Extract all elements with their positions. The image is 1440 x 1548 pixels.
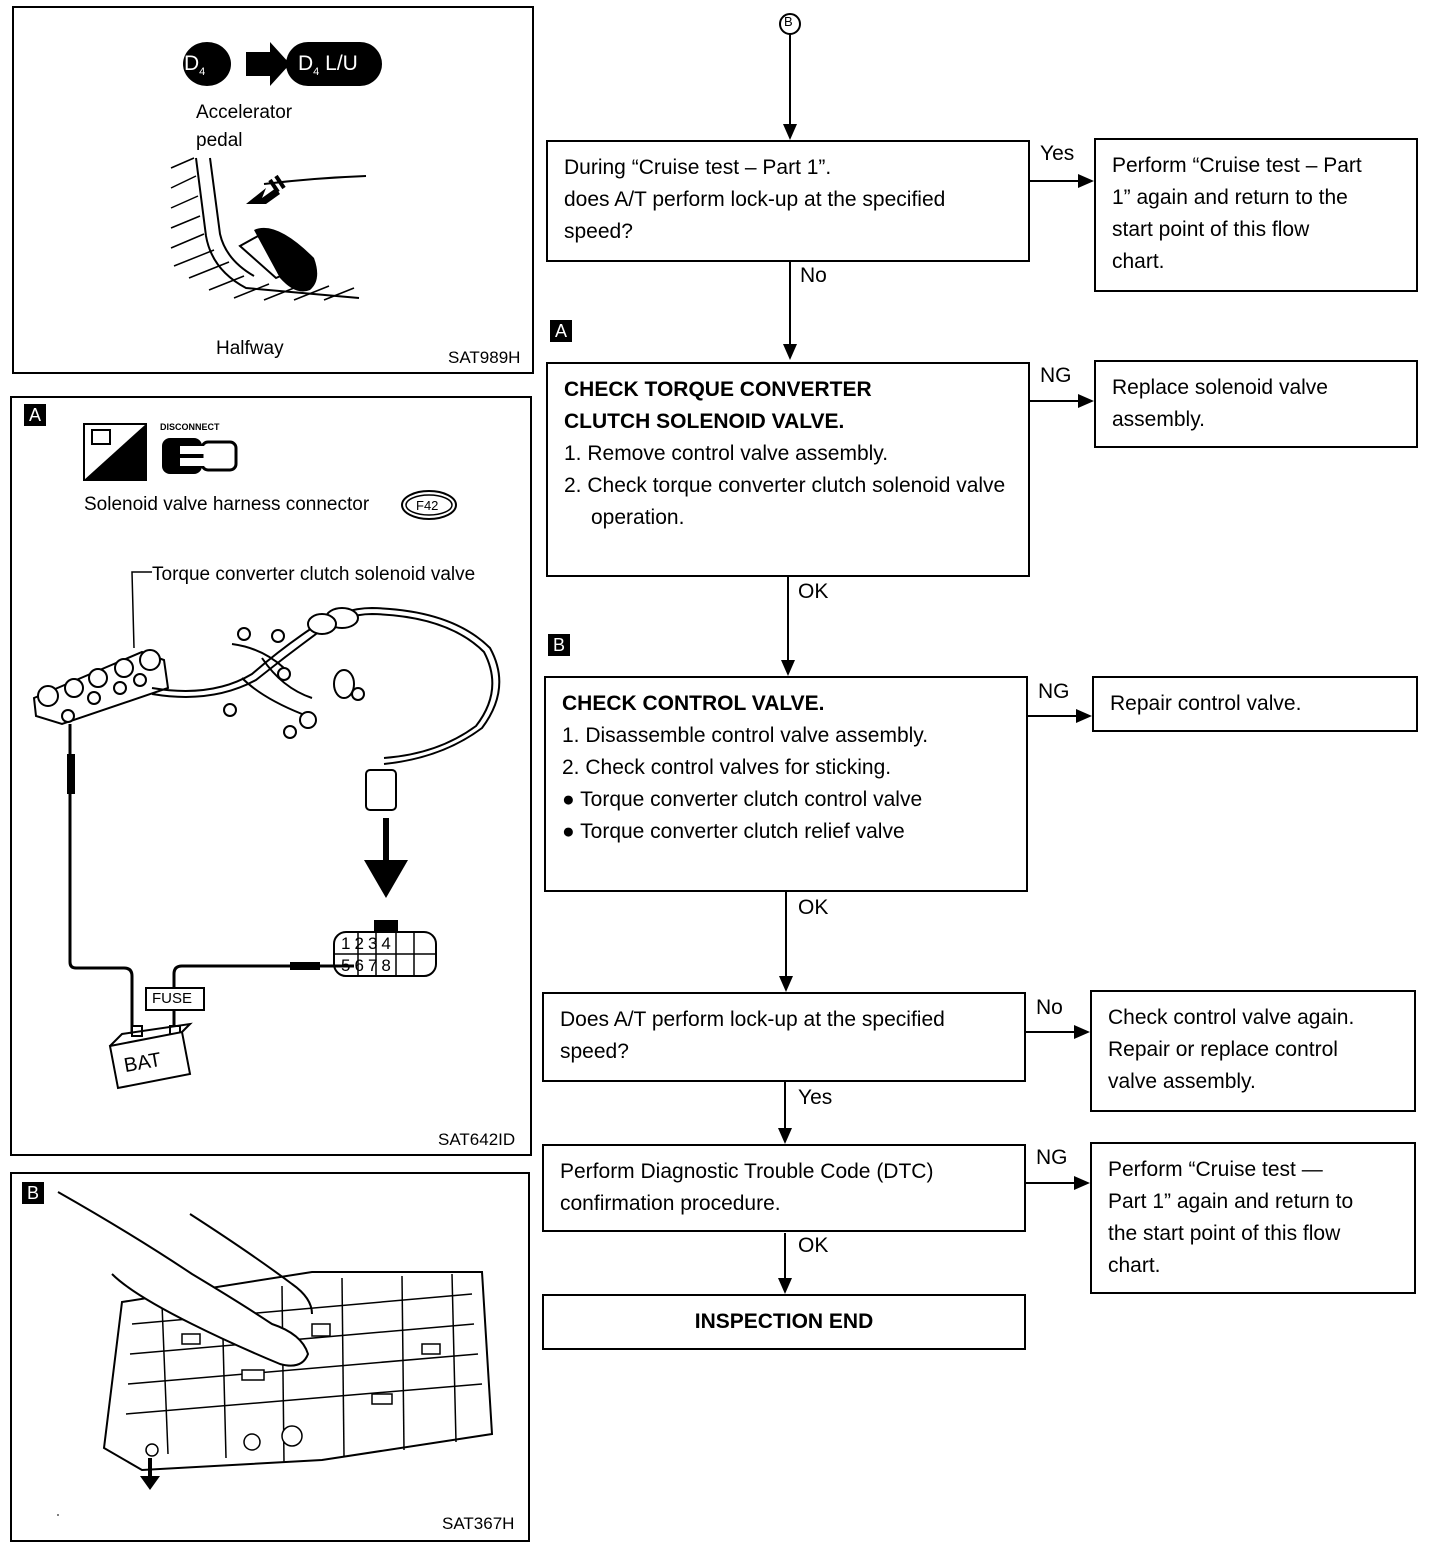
pedal-illustration: [170, 42, 382, 301]
connector-label: Solenoid valve harness connector: [84, 494, 370, 515]
dtc-procedure-box: Perform Diagnostic Trouble Code (DTC) co…: [542, 1144, 1026, 1232]
arrow-down-icon: [140, 1476, 160, 1490]
pins-top: 1234: [341, 934, 395, 953]
figure-code: SAT642ID: [438, 1130, 516, 1149]
battery-icon: [108, 1030, 192, 1090]
text-line: speed?: [560, 1040, 629, 1063]
question-box-lockup-2: Does A/T perform lock-up at the specifie…: [542, 992, 1026, 1082]
text-line: Does A/T perform lock-up at the specifie…: [560, 1008, 945, 1031]
no-label: No: [1036, 996, 1063, 1019]
ok-label: OK: [798, 1234, 829, 1257]
d4-label: D4: [184, 52, 206, 79]
ng-label: NG: [1040, 364, 1072, 387]
arrow-right-icon: [246, 42, 290, 86]
inspection-end-box: INSPECTION END: [542, 1294, 1026, 1350]
text-line: chart.: [1112, 250, 1165, 273]
text-line: Check control valve again.: [1108, 1006, 1355, 1029]
marker-b: B: [22, 1182, 44, 1204]
text-line: Repair control valve.: [1110, 692, 1302, 715]
yes-label: Yes: [1040, 142, 1075, 165]
no-label: No: [800, 264, 827, 287]
result-box-repair-control-valve: Repair control valve.: [1092, 676, 1418, 732]
ng-label: NG: [1038, 680, 1070, 703]
halfway-label: Halfway: [216, 338, 284, 359]
text-line: 1” again and return to the: [1112, 186, 1348, 209]
text-line: chart.: [1108, 1254, 1161, 1277]
valve-label: Torque converter clutch solenoid valve: [152, 564, 476, 585]
bullet-item: ● Torque converter clutch relief valve: [562, 820, 905, 843]
fuse-icon: [145, 987, 205, 1011]
result-box-cruise-test-again: Perform “Cruise test — Part 1” again and…: [1090, 1142, 1416, 1294]
arrow-down-icon: [364, 860, 408, 898]
control-valve-illustration: [57, 1191, 494, 1516]
end-label: INSPECTION END: [694, 1310, 874, 1333]
ng-label: NG: [1036, 1146, 1068, 1169]
step-title: CLUTCH SOLENOID VALVE.: [564, 410, 845, 433]
text-line: Repair or replace control: [1108, 1038, 1338, 1061]
bullet-item: ● Torque converter clutch control valve: [562, 788, 923, 811]
text-line: Replace solenoid valve: [1112, 376, 1328, 399]
question-box-lockup: During “Cruise test – Part 1”. does A/T …: [546, 140, 1030, 262]
text-line: Perform Diagnostic Trouble Code (DTC): [560, 1160, 934, 1183]
harness-illustration: [32, 423, 501, 1090]
figure-solenoid-harness: A: [10, 396, 532, 1156]
text-line: confirmation procedure.: [560, 1192, 781, 1215]
ts-label: T.S.: [96, 482, 121, 498]
marker-a: A: [550, 320, 572, 342]
step-title: CHECK TORQUE CONVERTER: [564, 378, 872, 401]
text-line: the start point of this flow: [1108, 1222, 1341, 1245]
text-line: does A/T perform lock-up at the specifie…: [564, 188, 946, 211]
fuse-label: FUSE: [152, 990, 193, 1007]
step-item: 2. Check control valves for sticking.: [562, 756, 892, 779]
check-control-valve-box: CHECK CONTROL VALVE. 1. Disassemble cont…: [544, 676, 1028, 892]
ok-label: OK: [798, 896, 829, 919]
figure-control-valve: B SAT3: [10, 1172, 530, 1542]
yes-label: Yes: [798, 1086, 833, 1109]
text-line: start point of this flow: [1112, 218, 1310, 241]
step-item: 1. Remove control valve assembly.: [564, 442, 889, 465]
press-arrow-icon: [246, 188, 280, 204]
pins-bottom: 5678: [341, 956, 395, 975]
text-line: assembly.: [1112, 408, 1205, 431]
pedal-label-line2: pedal: [196, 130, 243, 151]
text-line: Part 1” again and return to: [1108, 1190, 1354, 1213]
figure-code: SAT367H: [442, 1514, 515, 1533]
text-line: speed?: [564, 220, 633, 243]
step-title: CHECK CONTROL VALVE.: [562, 692, 825, 715]
text-line: valve assembly.: [1108, 1070, 1256, 1093]
pedal-label-line1: Accelerator: [196, 102, 293, 123]
toolbox-icon: [91, 429, 111, 445]
figure-code: SAT989H: [448, 348, 521, 367]
figure-accelerator-pedal: D4 D4 L/U Accelerator pedal Halfway SAT9…: [12, 6, 534, 374]
step-item: 2. Check torque converter clutch solenoi…: [564, 474, 1006, 529]
text-line: Perform “Cruise test —: [1108, 1158, 1323, 1181]
disconnect-label: DISCONNECT: [160, 422, 220, 432]
result-box-check-control-valve-again: Check control valve again. Repair or rep…: [1090, 990, 1416, 1112]
result-box-cruise-test: Perform “Cruise test – Part 1” again and…: [1094, 138, 1418, 292]
ok-label: OK: [798, 580, 829, 603]
marker-b: B: [548, 634, 570, 656]
text-line: During “Cruise test – Part 1”.: [564, 156, 832, 179]
text-line: Perform “Cruise test – Part: [1112, 154, 1362, 177]
connector-b-label: B: [784, 14, 793, 29]
step-item: 1. Disassemble control valve assembly.: [562, 724, 929, 747]
check-torque-converter-box: CHECK TORQUE CONVERTER CLUTCH SOLENOID V…: [546, 362, 1030, 577]
marker-a: A: [24, 404, 46, 426]
result-box-replace-solenoid: Replace solenoid valve assembly.: [1094, 360, 1418, 448]
d4-lu-label: D4 L/U: [298, 52, 358, 79]
connector-code: F42: [416, 498, 439, 513]
